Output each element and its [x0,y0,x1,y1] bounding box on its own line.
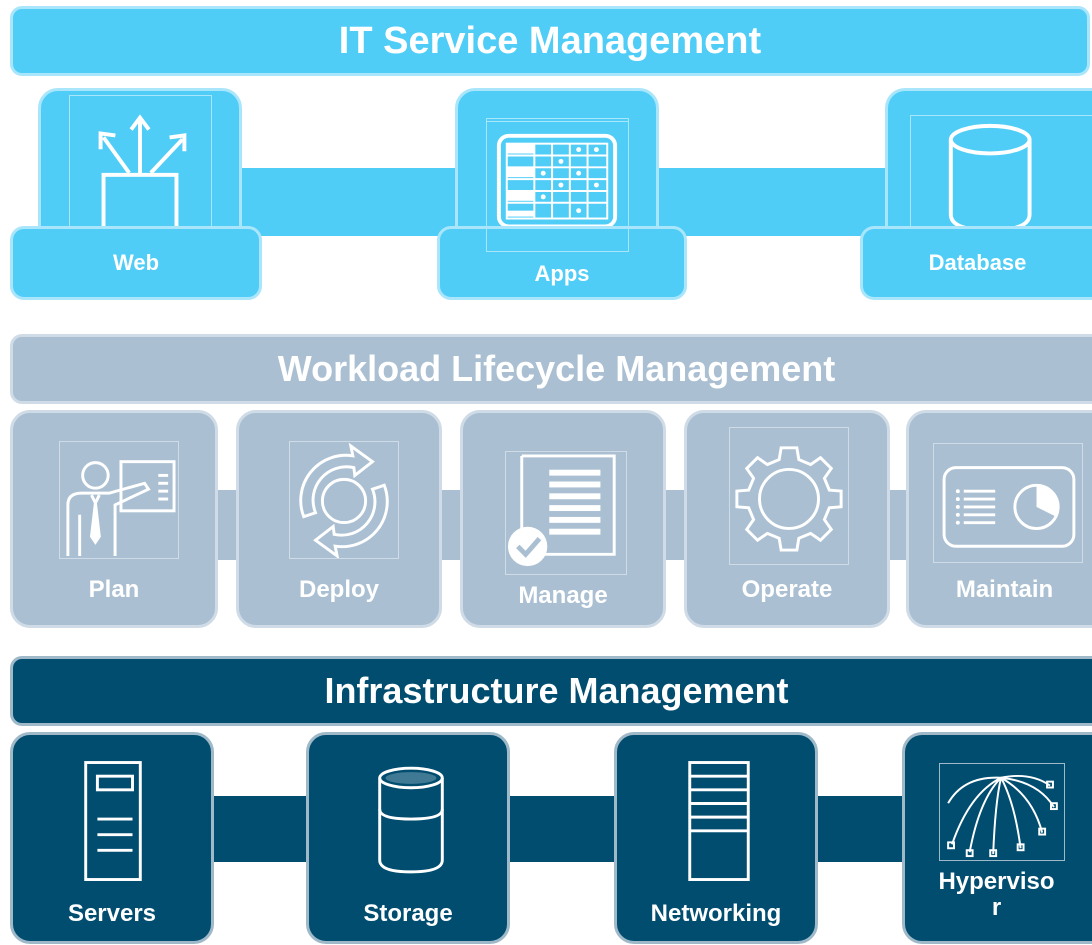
workload-title: Workload Lifecycle Management [277,348,836,389]
storage-cylinder-icon [365,757,457,887]
infrastructure-band: Infrastructure Management [10,656,1092,726]
gear-icon [729,427,849,565]
operate-tile[interactable]: Operate [684,410,890,628]
plan-label: Plan [88,576,140,603]
plan-tile[interactable]: Plan [10,410,218,628]
checklist-document-icon [505,451,627,575]
storage-label: Storage [363,900,453,927]
operate-label: Operate [741,576,833,603]
apps-icon-frame [486,118,629,252]
apps-label-pill[interactable]: Apps [437,226,687,300]
storage-tile[interactable]: Storage [306,732,510,944]
database-label: Database [928,250,1027,275]
it-service-band: IT Service Management [10,6,1090,76]
manage-tile[interactable]: Manage [460,410,666,628]
hypervisor-fan-icon [939,763,1065,861]
deploy-tile[interactable]: Deploy [236,410,442,628]
manage-label: Manage [518,582,608,609]
apps-label: Apps [534,261,590,286]
deploy-label: Deploy [298,576,379,603]
presenter-icon [59,441,179,559]
dashboard-pie-icon [933,443,1083,563]
networking-label: Networking [650,900,782,927]
web-label-pill[interactable]: Web [10,226,262,300]
database-label-pill[interactable]: Database [860,226,1092,300]
hypervisor-tile[interactable]: Hyperviso r [902,732,1092,944]
cycle-arrows-icon [289,441,399,559]
maintain-label: Maintain [955,576,1054,603]
server-tower-icon [73,757,153,887]
networking-tile[interactable]: Networking [614,732,818,944]
servers-tile[interactable]: Servers [10,732,214,944]
servers-label: Servers [67,900,157,927]
infrastructure-title: Infrastructure Management [324,670,789,711]
hypervisor-label: Hyperviso r [938,868,1055,921]
maintain-tile[interactable]: Maintain [906,410,1092,628]
network-rack-icon [679,757,759,887]
it-service-title: IT Service Management [338,19,762,62]
web-label: Web [112,250,160,275]
workload-band: Workload Lifecycle Management [10,334,1092,404]
web-broadcast-icon [69,95,212,235]
